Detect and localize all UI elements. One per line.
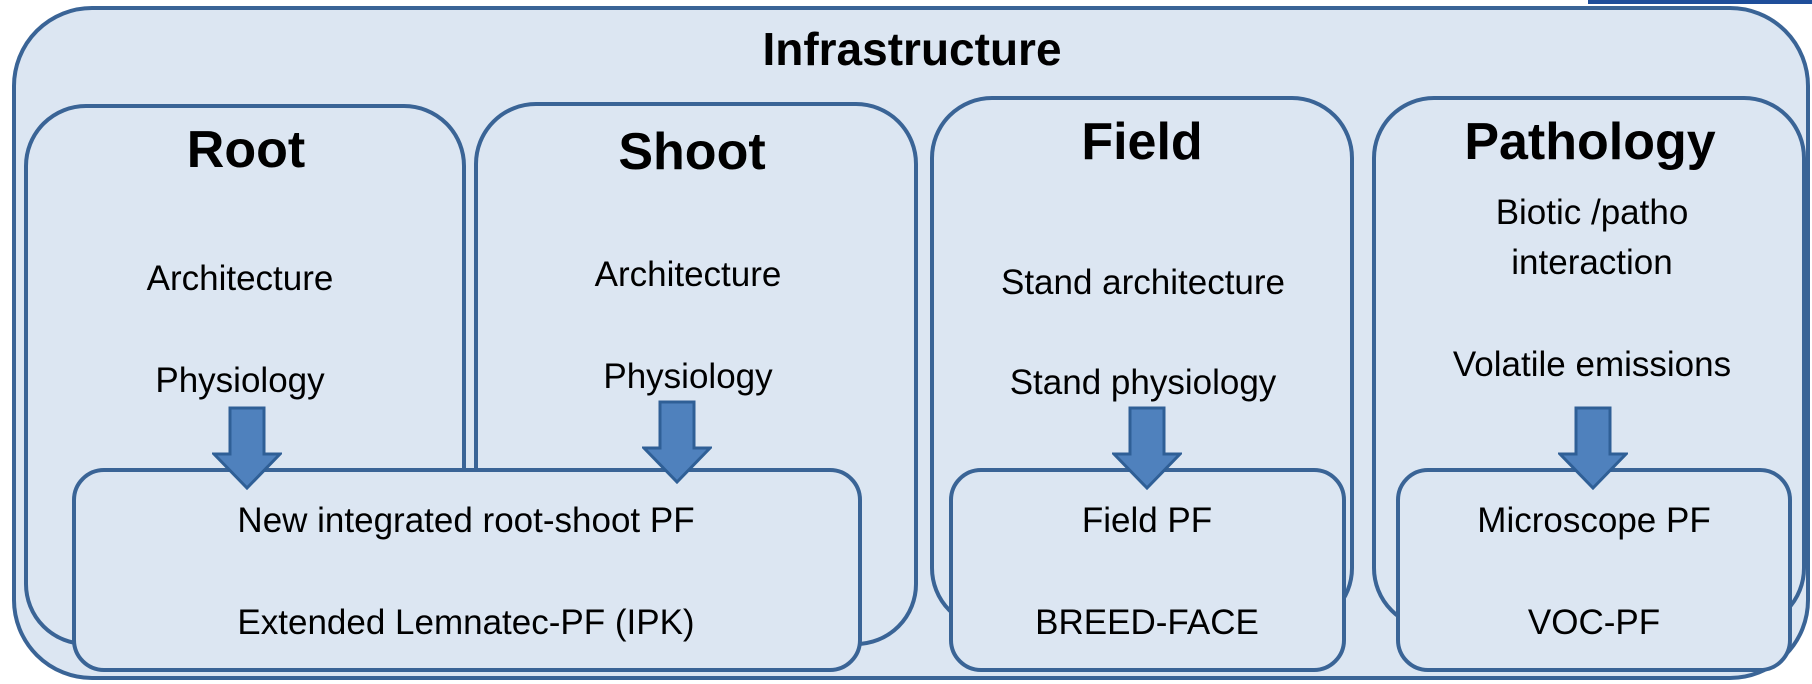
platform-root-shoot-box — [72, 468, 862, 672]
column-field-title: Field — [1081, 113, 1203, 171]
pathology-biotic-text: Biotic /patho — [1495, 193, 1689, 232]
column-pathology-title: Pathology — [1464, 113, 1716, 171]
down-arrow-icon — [642, 400, 712, 484]
shoot-architecture-text: Architecture — [594, 255, 782, 294]
root-architecture-text: Architecture — [146, 259, 334, 298]
shoot-physiology-text: Physiology — [603, 357, 773, 396]
pathology-interaction-text: interaction — [1511, 243, 1673, 282]
down-arrow-icon — [1558, 406, 1628, 490]
logo-fragment — [1588, 0, 1812, 6]
column-shoot-title: Shoot — [618, 123, 766, 181]
platform-field-detail: BREED-FACE — [1035, 603, 1259, 642]
platform-microscope-detail: VOC-PF — [1527, 603, 1661, 642]
platform-field-name: Field PF — [1081, 501, 1213, 540]
platform-microscope-box — [1396, 468, 1792, 672]
platform-field-box — [949, 468, 1346, 672]
pathology-volatile-emissions-text: Volatile emissions — [1452, 345, 1732, 384]
field-stand-physiology-text: Stand physiology — [1009, 363, 1277, 402]
platform-microscope-name: Microscope PF — [1477, 501, 1711, 540]
root-physiology-text: Physiology — [155, 361, 325, 400]
platform-root-shoot-detail: Extended Lemnatec-PF (IPK) — [237, 603, 695, 642]
infrastructure-title: Infrastructure — [762, 23, 1062, 75]
platform-root-shoot-name: New integrated root-shoot PF — [237, 501, 695, 540]
down-arrow-icon — [1112, 406, 1182, 490]
down-arrow-icon — [212, 406, 282, 490]
column-root-title: Root — [186, 121, 306, 179]
field-stand-architecture-text: Stand architecture — [1000, 263, 1286, 302]
